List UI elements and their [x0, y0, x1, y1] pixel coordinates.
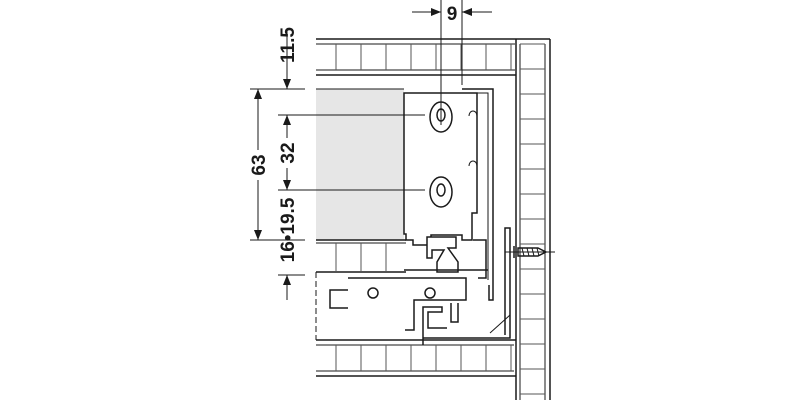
screw [505, 246, 555, 258]
dimension-11-5: 11.5 [278, 27, 299, 63]
dimension-63: 63 [249, 154, 270, 175]
drawer-bottom-strip [316, 239, 406, 273]
mounting-hole-lower [429, 176, 453, 208]
right-panel [515, 39, 551, 400]
drawer-side [316, 89, 404, 240]
hinge-plate [403, 88, 494, 301]
dimension-32: 32 [278, 142, 299, 163]
bottom-panel [316, 339, 516, 377]
dimension-16-19-5: 16•19.5 [278, 197, 299, 262]
dimension-lines [250, 0, 492, 300]
top-panel [316, 38, 550, 76]
dimension-9: 9 [447, 4, 458, 25]
clip-mechanism [329, 227, 511, 345]
